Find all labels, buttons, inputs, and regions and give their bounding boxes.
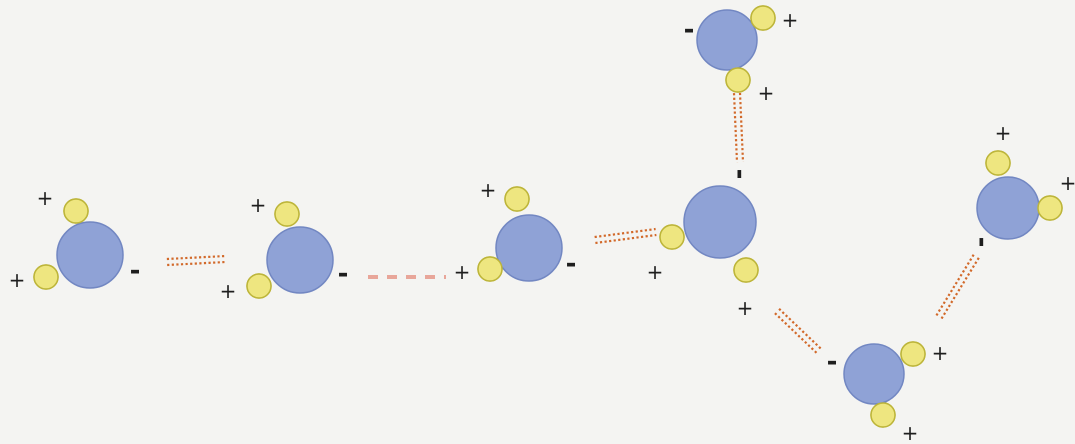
hydrogen-atom-front [504,186,530,212]
hydrogen-atom-front [1037,195,1063,221]
negative-charge-label: - [967,237,997,248]
positive-charge-label: + [758,81,775,105]
water-molecule-water-2: + + - [220,193,349,303]
hydrogen-bond-water-3-to-water-4-center [594,227,657,245]
positive-charge-label: + [37,186,54,210]
hydrogen-atom-front [900,341,926,367]
positive-charge-label: + [480,178,497,202]
positive-charge-label: + [220,279,237,303]
water-molecule-water-4-center: + + - [647,169,759,320]
hydrogen-bond-water-6-bottom-to-water-7-right [935,252,981,320]
positive-charge-label: + [647,260,664,284]
negative-charge-label: - [338,259,349,289]
hydrogen-atom-front [725,67,751,93]
oxygen-atom [696,9,758,71]
hydrogen-bond-water-4-center-to-water-6-bottom [774,308,823,355]
oxygen-atom [843,343,905,405]
positive-charge-label: + [995,121,1012,145]
oxygen-atom [266,226,334,294]
positive-charge-label: + [1060,171,1075,195]
positive-charge-label: + [454,260,471,284]
negative-charge-label: - [684,15,695,45]
positive-charge-label: + [9,268,26,292]
water-molecule-water-1: + + - [9,186,141,292]
positive-charge-label: + [782,8,799,32]
hydrogen-atom-front [870,402,896,428]
positive-charge-label: + [902,421,919,444]
water-molecule-water-7-right: + + - [967,121,1075,247]
water-molecule-water-3: + + - [454,178,577,284]
oxygen-atom [683,185,757,259]
negative-charge-label: - [130,256,141,286]
positive-charge-label: + [250,193,267,217]
hydrogen-atom-front [33,264,59,290]
water-molecule-water-6-bottom: + + - [827,341,949,444]
oxygen-atom [976,176,1040,240]
negative-charge-label: - [827,347,838,377]
positive-charge-label: + [932,341,949,365]
oxygen-atom [56,221,124,289]
hydrogen-atom-front [985,150,1011,176]
hydrogen-atom-front [246,273,272,299]
hydrogen-atom-front [63,198,89,224]
hydrogen-atom-front [733,257,759,283]
hydrogen-atom-front [477,256,503,282]
negative-charge-label: - [566,249,577,279]
hydrogen-bond-water-4-center-to-water-5-top [732,92,745,163]
positive-charge-label: + [737,296,754,320]
negative-charge-label: - [725,169,755,180]
hydrogen-atom-front [750,5,776,31]
hydrogen-atom-front [659,224,685,250]
water-molecule-water-5-top: + + - [684,5,799,105]
hydrogen-atom-front [274,201,300,227]
hydrogen-bond-water-1-to-water-2 [166,254,227,267]
oxygen-atom [495,214,563,282]
